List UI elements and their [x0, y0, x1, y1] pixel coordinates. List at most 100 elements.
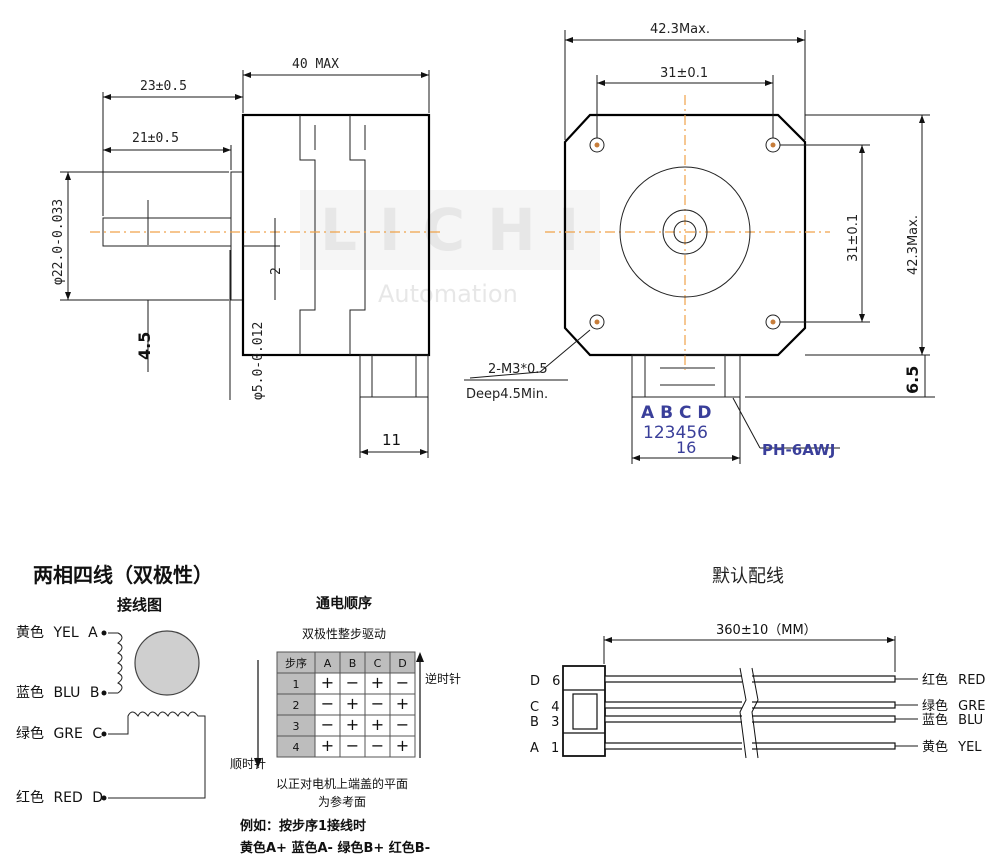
wire-red-en: RED: [958, 673, 985, 688]
table-cell: +: [321, 673, 334, 692]
wire-c-pin: C: [92, 726, 102, 742]
pin-b-num: 3: [551, 715, 559, 730]
wire-b-cn: 蓝色: [16, 684, 44, 701]
wire-a-en: YEL: [52, 625, 78, 641]
wire-d-cn: 红色: [16, 789, 44, 806]
dim-phi22: φ22.0-0.033: [51, 199, 66, 285]
wire-a-cn: 黄色: [16, 624, 44, 641]
table-header-cell: C: [374, 657, 382, 670]
wire-c-en: GRE: [53, 726, 82, 742]
table-header-cell: 步序: [285, 656, 307, 670]
table-cell: −: [371, 736, 384, 755]
table-cell: +: [396, 694, 409, 713]
pin-c-num: 4: [551, 700, 559, 715]
table-header-cell: A: [324, 657, 332, 670]
wire-c-cn: 绿色: [16, 725, 44, 742]
wire-yellow-en: YEL: [957, 740, 982, 755]
wire-blue-cn: 蓝色: [922, 712, 948, 728]
pin-c-letter: C: [530, 700, 539, 715]
table-cell: +: [396, 736, 409, 755]
wire-label-b: 蓝色 BLU B: [16, 684, 99, 701]
sequence-subtitle: 双极性整步驱动: [302, 626, 386, 641]
default-title: 默认配线: [712, 566, 784, 587]
dim-21: 21±0.5: [132, 131, 179, 146]
watermark-sub: Automation: [378, 280, 518, 308]
dim-phi5: φ5.0-0.012: [251, 322, 266, 400]
table-cell: −: [346, 673, 359, 692]
svg-text:A 1: A 1: [530, 741, 559, 756]
connector-16: 16: [676, 438, 696, 457]
ccw-label: 逆时针: [425, 671, 461, 686]
svg-text:C 4: C 4: [530, 700, 560, 715]
sequence-note-2: 为参考面: [318, 794, 366, 809]
connector-numbers: 123456: [643, 423, 708, 443]
table-cell-bg: [389, 735, 416, 758]
pin-a-letter: A: [530, 741, 539, 756]
table-header-cell: D: [398, 657, 406, 670]
dim-31-right: 31±0.1: [846, 214, 861, 262]
table-cell: 3: [293, 720, 300, 733]
watermark: LICHI Automation: [300, 190, 601, 308]
dim-42-3-top: 42.3Max.: [650, 22, 710, 37]
svg-text:D 6: D 6: [530, 674, 560, 689]
length-label: 360±10（MM）: [716, 623, 817, 638]
default-wiring: 默认配线 360±10（MM） D 6 C 4 B 3 A 1: [530, 566, 985, 759]
table-cell: −: [396, 673, 409, 692]
table-header-cell: B: [349, 657, 357, 670]
watermark-main: LICHI: [320, 196, 601, 264]
svg-text:蓝色 BLU: 蓝色 BLU: [922, 712, 983, 728]
dim-23: 23±0.5: [140, 79, 187, 94]
table-cell: −: [321, 694, 334, 713]
front-view: 42.3Max. 31±0.1 31±0.1 42.3Max. 6.5 2-M3…: [464, 22, 935, 464]
table-cell: 1: [293, 678, 300, 691]
sequence-title: 通电顺序: [316, 595, 372, 612]
cw-label: 顺时针: [230, 756, 266, 771]
table-cell: +: [346, 715, 359, 734]
pin-b-letter: B: [530, 715, 539, 730]
wire-label-a: 黄色 YEL A: [16, 624, 98, 641]
dim-11: 11: [382, 431, 401, 449]
sequence-note-1: 以正对电机上端盖的平面: [276, 776, 408, 791]
wiring-diagram: 两相四线（双极性） 接线图 黄色 YEL A 蓝色 BLU B 绿色 GRE C…: [16, 563, 213, 806]
dim-31-top: 31±0.1: [660, 66, 708, 81]
dim-40: 40 MAX: [292, 57, 339, 72]
table-cell: +: [346, 694, 359, 713]
dim-6-5: 6.5: [903, 366, 922, 394]
dim-2: 2: [269, 267, 284, 275]
connector-letters: A B C D: [641, 403, 711, 423]
wire-b-pin: B: [90, 685, 100, 701]
pin-d-num: 6: [552, 674, 560, 689]
svg-text:绿色 GRE: 绿色 GRE: [922, 698, 985, 714]
wire-blue-en: BLU: [958, 713, 983, 728]
table-cell: −: [396, 715, 409, 734]
hole-note-1: 2-M3*0.5: [488, 362, 548, 377]
table-cell: 2: [293, 699, 300, 712]
wire-b-en: BLU: [53, 685, 80, 701]
wire-label-c: 绿色 GRE C: [16, 725, 102, 742]
wiring-subtitle: 接线图: [117, 596, 162, 614]
connector-type: PH-6AWJ: [762, 441, 835, 459]
table-cell: +: [321, 736, 334, 755]
hole-note-2: Deep4.5Min.: [466, 387, 548, 402]
table-cell: 4: [293, 741, 300, 754]
wire-label-d: 红色 RED D: [16, 789, 103, 806]
svg-text:B 3: B 3: [530, 715, 559, 730]
svg-text:红色 RED: 红色 RED: [922, 672, 985, 688]
dim-42-3-right: 42.3Max.: [906, 215, 921, 275]
wire-a-pin: A: [88, 625, 98, 641]
table-cell: +: [371, 673, 384, 692]
wire-yellow-cn: 黄色: [922, 739, 948, 755]
example-2: 黄色A+ 蓝色A- 绿色B+ 红色B-: [240, 840, 430, 856]
table-cell: −: [346, 736, 359, 755]
table-cell: −: [371, 694, 384, 713]
table-cell: −: [321, 715, 334, 734]
example-1: 例如：按步序1接线时: [240, 818, 366, 834]
pin-d-letter: D: [530, 674, 540, 689]
wire-green-en: GRE: [958, 699, 985, 714]
svg-text:黄色 YEL: 黄色 YEL: [922, 739, 982, 755]
wire-red-cn: 红色: [922, 672, 948, 688]
pin-a-num: 1: [551, 741, 559, 756]
